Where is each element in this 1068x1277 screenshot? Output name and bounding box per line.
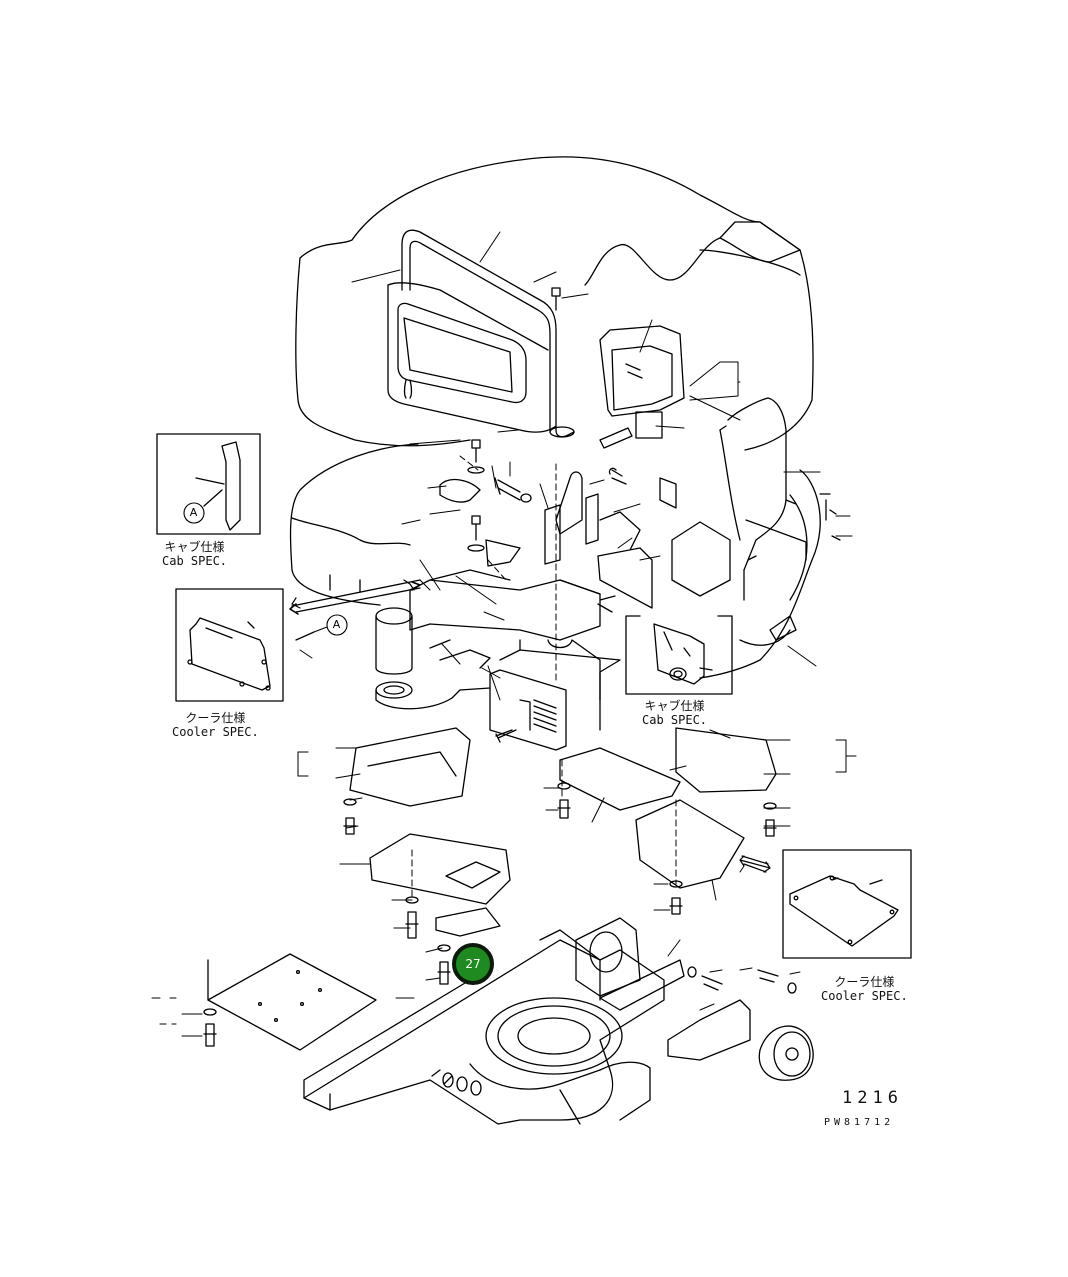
inset-cab-middle	[625, 615, 733, 695]
callout-a-left: A	[332, 618, 341, 631]
inset-cooler-left	[175, 588, 284, 702]
inset-cab-upper	[156, 433, 261, 535]
page-number: 1216	[842, 1088, 903, 1108]
inset-label-cab-middle: キャブ仕様 Cab SPEC.	[642, 699, 707, 727]
inset-label-cab-upper-jp: キャブ仕様	[164, 540, 225, 554]
leader-lines	[151, 231, 857, 1037]
inset-label-cab-upper: キャブ仕様 Cab SPEC.	[162, 540, 227, 568]
inset-label-cooler-right-en: Cooler SPEC.	[821, 989, 908, 1003]
grille-cover	[489, 669, 567, 751]
inset-label-cooler-right-jp: クーラ仕様	[834, 975, 895, 989]
upper-hardware	[439, 287, 731, 613]
inset-label-cooler-left-en: Cooler SPEC.	[172, 725, 259, 739]
lower-fasteners	[203, 631, 797, 1047]
inset-cooler-right	[782, 849, 912, 959]
handrail	[387, 229, 575, 438]
drawing-code: PW81712	[824, 1117, 895, 1128]
inset-label-cooler-left-jp: クーラ仕様	[185, 711, 246, 725]
callout-circle-a-upper	[183, 502, 205, 524]
inset-label-cab-middle-en: Cab SPEC.	[642, 713, 708, 727]
hood-outline	[295, 156, 814, 451]
callout-a-upper: A	[189, 506, 198, 519]
inset-label-cab-middle-jp: キャブ仕様	[644, 699, 705, 713]
callout-circle-a-left	[326, 614, 348, 636]
inset-label-cooler-right: クーラ仕様 Cooler SPEC.	[821, 975, 908, 1003]
part-hotspot[interactable]: 27	[452, 943, 494, 985]
reference-arrows	[291, 579, 771, 873]
center-frame	[289, 539, 621, 731]
assembly-lines	[411, 455, 677, 901]
lower-frame	[207, 917, 814, 1125]
under-covers	[349, 727, 777, 937]
inset-label-cooler-left: クーラ仕様 Cooler SPEC.	[172, 711, 259, 739]
inset-label-cab-upper-en: Cab SPEC.	[162, 554, 228, 568]
right-side-covers	[719, 397, 841, 641]
